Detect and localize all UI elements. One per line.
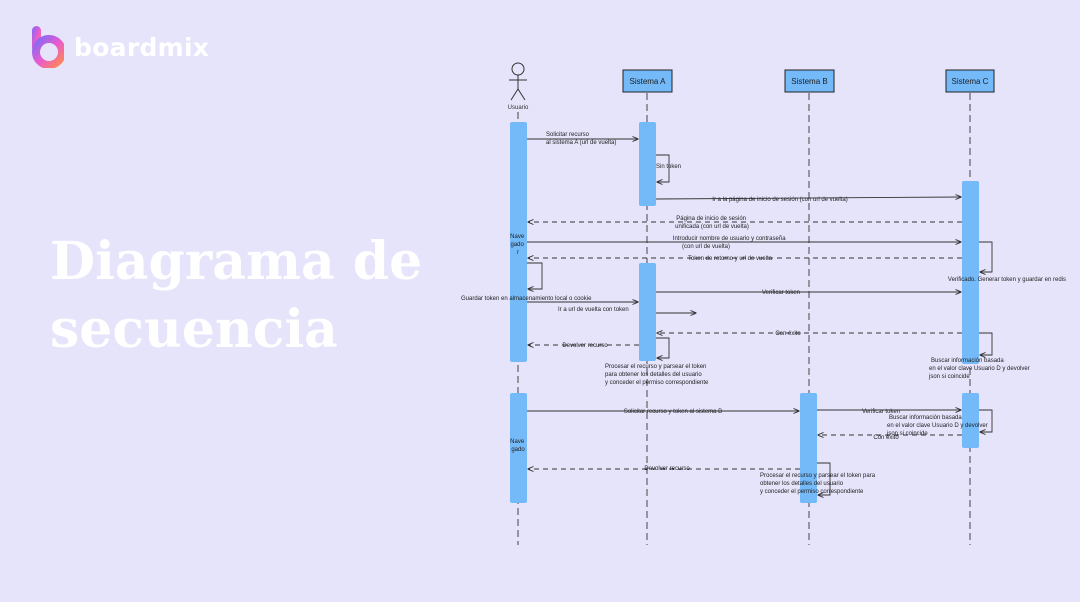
activation-sistema-c-2 xyxy=(962,393,979,448)
arrow-m7 xyxy=(979,241,993,272)
title-line-1: Diagrama de xyxy=(50,231,423,292)
activation-label-navegador-2: Nave gado xyxy=(510,439,526,453)
message-label-m1: Solicitar recurso al sistema A (url de v… xyxy=(546,132,616,146)
activation-label-navegador-1: Nave gado r xyxy=(510,234,526,256)
boardmix-b-logo-icon xyxy=(32,26,64,68)
message-label-m3: Ir a la página de inicio de sesión (con … xyxy=(712,197,847,203)
brand-logo[interactable]: boardmix xyxy=(30,26,209,68)
message-label-m14: Procesar el recurso y parsear el token p… xyxy=(605,364,709,386)
participant-label: Sistema A xyxy=(629,77,666,86)
message-label-m19: Devolver recurso xyxy=(644,466,690,472)
message-label-m11: Con éxito xyxy=(775,331,801,337)
message-label-m2: Sin token xyxy=(656,164,681,170)
message-label-m10: Ir a url de vuelta con token xyxy=(558,307,629,313)
participant-sistema-c: Sistema C xyxy=(945,69,995,93)
participant-label: Sistema C xyxy=(952,77,989,86)
participant-label: Sistema B xyxy=(791,77,827,86)
actor-user-icon xyxy=(509,62,527,101)
participant-sistema-a: Sistema A xyxy=(622,69,673,93)
arrow-m13 xyxy=(979,332,993,355)
message-label-m8: Verificar token xyxy=(762,290,800,296)
arrow-self-usuario xyxy=(527,262,543,289)
arrow-m17 xyxy=(979,409,993,432)
message-label-m4: Página de inicio de sesión unificada (co… xyxy=(675,216,749,230)
message-label-m6: Token de retorno y url de vuelta xyxy=(688,256,773,262)
message-label-m15: Solicitar recurso y token al sistema B xyxy=(624,409,722,415)
brand-name: boardmix xyxy=(74,32,210,62)
message-label-m13: Buscar información basada en el valor cl… xyxy=(928,358,1031,380)
arrow-m20 xyxy=(817,462,831,495)
message-label-m9: Guardar token en almacenamiento local o … xyxy=(461,296,592,302)
arrow-m14 xyxy=(656,337,670,358)
message-label-m16: Verificar token xyxy=(862,409,900,415)
activation-usuario-1 xyxy=(510,122,527,362)
activation-sistema-c-1 xyxy=(962,181,979,364)
message-label-m17: Buscar información basada en el valor cl… xyxy=(886,415,989,437)
page-title: Diagrama de secuencia xyxy=(50,228,470,364)
activation-sistema-a-1 xyxy=(639,122,656,206)
message-label-m12: Devolver recurso xyxy=(562,343,608,349)
message-label-m7: Verificado. Generar token y guardar en r… xyxy=(948,277,1066,283)
activation-sistema-a-2 xyxy=(639,263,656,361)
message-label-m18: Con éxito xyxy=(873,435,899,441)
message-label-m5: Introducir nombre de usuario y contraseñ… xyxy=(673,236,787,250)
participant-sistema-b: Sistema B xyxy=(784,69,835,93)
activation-sistema-b-1 xyxy=(800,393,817,503)
actor-label: Usuario xyxy=(508,105,529,111)
arrow-m3 xyxy=(655,197,961,199)
arrow-m2 xyxy=(656,154,670,182)
title-line-2: secuencia xyxy=(50,299,338,360)
message-label-m20: Procesar el recurso y parsear el token p… xyxy=(760,473,877,495)
activation-usuario-2 xyxy=(510,393,527,503)
